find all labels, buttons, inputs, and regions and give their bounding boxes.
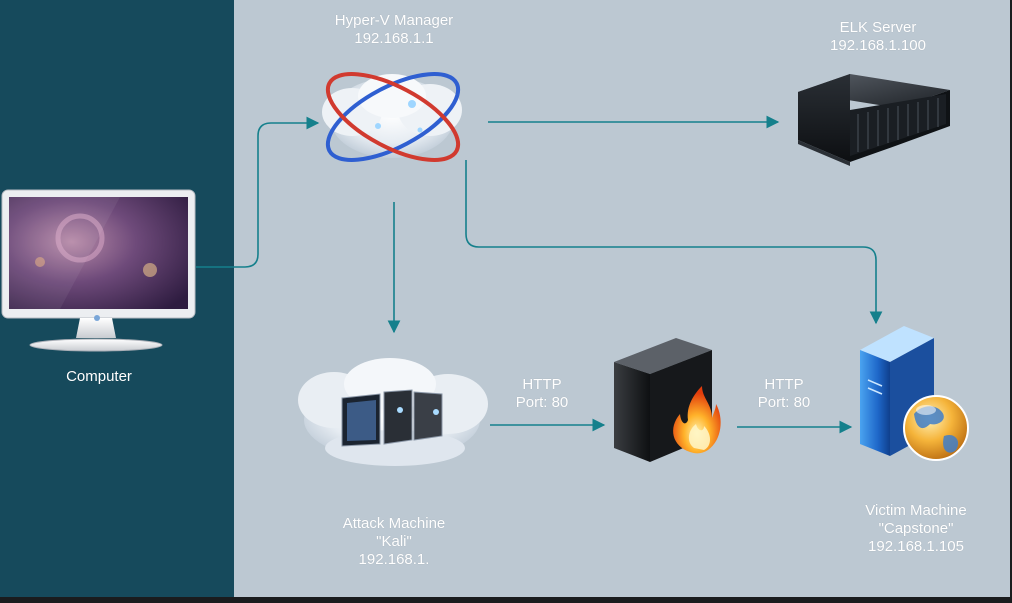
- victim-alias: "Capstone": [878, 520, 954, 537]
- attack-edge-protocol: HTTP: [522, 376, 562, 393]
- connector-hyperv-to-victim: [465, 160, 883, 325]
- attack-label: Attack Machine "Kali" 192.168.1.: [314, 515, 474, 569]
- victim-edge-port: Port: 80: [757, 394, 811, 411]
- attack-ip: 192.168.1.: [358, 551, 430, 568]
- computer-label: Computer: [20, 368, 178, 386]
- computer-name: Computer: [66, 368, 132, 385]
- elk-name: ELK Server: [839, 19, 917, 36]
- attack-to-firewall-edge-label: HTTP Port: 80: [492, 376, 592, 412]
- victim-ip: 192.168.1.105: [868, 538, 964, 555]
- elk-ip: 192.168.1.100: [830, 37, 926, 54]
- desktop-monitor-icon: [1, 189, 196, 352]
- attack-name: Attack Machine: [342, 515, 446, 532]
- hyperv-name: Hyper-V Manager: [334, 12, 454, 29]
- victim-label: Victim Machine "Capstone" 192.168.1.105: [836, 502, 996, 556]
- attack-alias: "Kali": [376, 533, 412, 550]
- attack-edge-port: Port: 80: [515, 394, 569, 411]
- elk-label: ELK Server 192.168.1.100: [788, 19, 968, 55]
- firewall-icon: [614, 338, 721, 462]
- bottom-bar: [0, 597, 1012, 603]
- hyperv-label: Hyper-V Manager 192.168.1.1: [300, 12, 488, 48]
- victim-name: Victim Machine: [865, 502, 967, 519]
- web-server-globe-icon: [860, 326, 969, 461]
- rack-server-icon: [798, 74, 950, 166]
- virtual-machines-cloud-icon: [298, 358, 488, 466]
- victim-edge-protocol: HTTP: [764, 376, 804, 393]
- connector-computer-to-hyperv: [196, 116, 320, 268]
- hyperv-cloud-icon: [322, 72, 462, 162]
- hyperv-ip: 192.168.1.1: [354, 30, 434, 47]
- firewall-to-victim-edge-label: HTTP Port: 80: [734, 376, 834, 412]
